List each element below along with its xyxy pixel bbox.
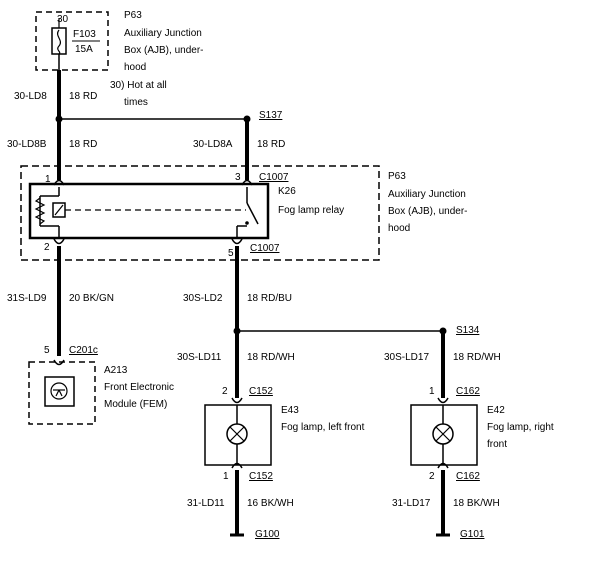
wire-30s-ld17-gauge: 18 RD/WH <box>453 352 501 363</box>
fuse-pin-label: 30 <box>57 14 69 25</box>
lamp-left-cross-b <box>229 426 245 442</box>
wire-31-ld11-circuit: 31-LD11 <box>187 498 225 509</box>
fem-dashed-box <box>28 361 96 425</box>
lamp-left-connector-top: C152 <box>249 386 273 397</box>
lamp-left-pin-bottom: 1 <box>223 471 229 482</box>
ajb-top-name-line2: Box (AJB), under- <box>124 45 203 56</box>
relay-box-name-line3: hood <box>388 223 410 234</box>
relay-connector-top: C1007 <box>259 172 289 183</box>
ajb-top-note-line2: times <box>124 97 148 108</box>
lamp-right-bottom-arc <box>437 462 449 469</box>
wire-30-ld8-circuit: 30-LD8 <box>14 91 47 102</box>
fuse-id: F103 <box>73 29 96 40</box>
fuse-rating: 15A <box>75 44 93 55</box>
lamp-right-cross-b <box>435 426 451 442</box>
relay-pin5-arc <box>231 238 243 245</box>
relay-pin1-arc <box>53 179 65 186</box>
relay-id: K26 <box>278 186 296 197</box>
lamp-left-name: Fog lamp, left front <box>281 422 365 433</box>
fem-connector-label: C201c <box>69 345 98 356</box>
lamp-left-pin-top: 2 <box>222 386 228 397</box>
relay-pin1-label: 1 <box>45 174 51 185</box>
ajb-top-dashed-box <box>35 11 109 71</box>
wire-30-ld8b-gauge: 18 RD <box>69 139 97 150</box>
wire-30-ld8-gauge: 18 RD <box>69 91 97 102</box>
relay-ajb-dashed-box <box>20 165 380 261</box>
relay-name: Fog lamp relay <box>278 205 344 216</box>
lamp-left-top-arc <box>231 397 243 404</box>
lamp-right-pin-bottom: 2 <box>429 471 435 482</box>
relay-pin2-arc <box>53 238 65 245</box>
wire-30-ld8b-circuit: 30-LD8B <box>7 139 47 150</box>
lamp-right-connector-bottom: C162 <box>456 471 480 482</box>
wire-30s-ld17-circuit: 30S-LD17 <box>384 352 429 363</box>
ground-g100-label: G100 <box>255 529 280 540</box>
relay-pin3-label: 3 <box>235 172 241 183</box>
wire-30s-ld2-circuit: 30S-LD2 <box>183 293 223 304</box>
fuse-icon <box>51 27 67 55</box>
lamp-left-connector-bottom: C152 <box>249 471 273 482</box>
ajb-top-ref: P63 <box>124 10 142 21</box>
splice-s134-label: S134 <box>456 325 480 336</box>
relay-box-name-line2: Box (AJB), under- <box>388 206 467 217</box>
fem-name-line1: Front Electronic <box>104 382 174 393</box>
lamp-right-pin-top: 1 <box>429 386 435 397</box>
lamp-right-top-arc <box>437 397 449 404</box>
wire-30-ld8a-circuit: 30-LD8A <box>193 139 233 150</box>
module-icon-line2 <box>55 389 60 397</box>
wire-31s-ld9-circuit: 31S-LD9 <box>7 293 47 304</box>
lamp-right-name-line2: front <box>487 439 507 450</box>
wire-31-ld17-gauge: 18 BK/WH <box>453 498 500 509</box>
wire-30s-ld11-circuit: 30S-LD11 <box>177 352 222 363</box>
relay-box-name-line1: Auxiliary Junction <box>388 189 466 200</box>
wire-30s-ld2-gauge: 18 RD/BU <box>247 293 292 304</box>
relay-switch-icon <box>246 202 259 225</box>
fem-pin-label: 5 <box>44 345 50 356</box>
relay-box <box>28 182 270 240</box>
ground-g101-label: G101 <box>460 529 485 540</box>
fem-name-line2: Module (FEM) <box>104 399 167 410</box>
module-icon <box>44 376 75 407</box>
relay-switch-contact <box>245 221 249 225</box>
relay-box-ref: P63 <box>388 171 406 182</box>
wire-30s-ld11-gauge: 18 RD/WH <box>247 352 295 363</box>
relay-connector-bottom: C1007 <box>250 243 280 254</box>
ajb-top-name-line1: Auxiliary Junction <box>124 28 202 39</box>
relay-coil-slash <box>54 204 64 216</box>
lamp-left-bottom-arc <box>231 462 243 469</box>
wire-31-ld17-circuit: 31-LD17 <box>392 498 431 509</box>
lamp-left-ref: E43 <box>281 405 299 416</box>
relay-coil-icon <box>34 197 46 225</box>
ajb-top-note-line1: 30) Hot at all <box>110 80 167 91</box>
fuse-element <box>56 29 62 55</box>
relay-pin5-label: 5 <box>228 248 234 259</box>
relay-pin2-label: 2 <box>44 242 50 253</box>
splice-s137-label: S137 <box>259 110 283 121</box>
wire-30-ld8a-gauge: 18 RD <box>257 139 285 150</box>
wire-31-ld11-gauge: 16 BK/WH <box>247 498 294 509</box>
lamp-right-name-line1: Fog lamp, right <box>487 422 554 433</box>
ajb-top-name-line3: hood <box>124 62 146 73</box>
module-icon-circle <box>50 382 68 400</box>
relay-pin3-arc <box>241 179 253 186</box>
wire-31s-ld9-gauge: 20 BK/GN <box>69 293 114 304</box>
fem-ref: A213 <box>104 365 128 376</box>
lamp-right-connector-top: C162 <box>456 386 480 397</box>
module-icon-line3 <box>58 389 63 397</box>
lamp-right-ref: E42 <box>487 405 505 416</box>
